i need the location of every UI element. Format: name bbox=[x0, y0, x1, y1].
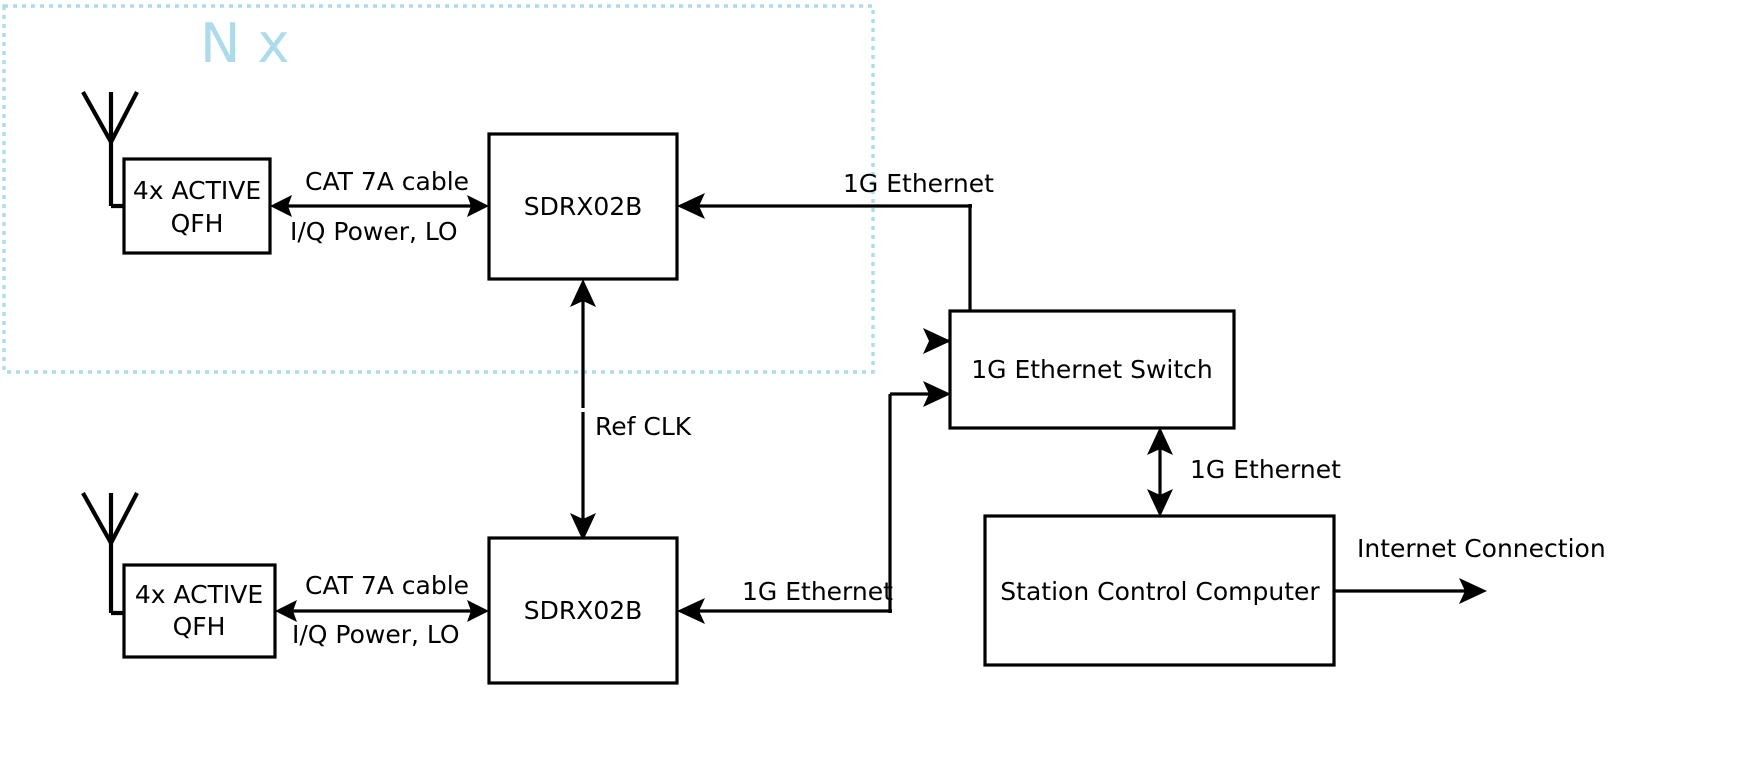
group-label-nx: N x bbox=[200, 12, 290, 75]
connector-label-cat7a-top: CAT 7A cable bbox=[305, 167, 469, 196]
arrow-head-down bbox=[1147, 489, 1173, 517]
arrow-head-right bbox=[467, 600, 489, 622]
arrow-head-into-sdr-bottom bbox=[677, 598, 705, 624]
block-station-control-computer[interactable] bbox=[983, 514, 1336, 667]
arrow-head-into-switch-lower bbox=[923, 381, 951, 407]
connector-label-eth-bottom: 1G Ethernet bbox=[742, 577, 893, 606]
connector-label-iq-top: I/Q Power, LO bbox=[290, 217, 458, 246]
connector-internet bbox=[1334, 578, 1487, 604]
connector-label-ref-clk: Ref CLK bbox=[595, 412, 692, 441]
block-ethernet-switch[interactable] bbox=[948, 309, 1236, 430]
arrow-head-into-sdr-top bbox=[677, 193, 705, 219]
connector-switch-computer bbox=[1147, 427, 1173, 517]
group-boundary-nx bbox=[2, 4, 875, 374]
connector-label-internet: Internet Connection bbox=[1357, 534, 1606, 563]
connector-label-eth-switch-computer: 1G Ethernet bbox=[1190, 455, 1341, 484]
block-sdr-bottom[interactable] bbox=[487, 536, 679, 685]
block-sdr-top[interactable] bbox=[487, 132, 679, 281]
connector-eth-sdr-bottom-switch bbox=[677, 381, 951, 624]
block-sdr-top-label: SDRX02B bbox=[524, 192, 643, 221]
connector-label-eth-top: 1G Ethernet bbox=[843, 169, 994, 198]
arrow-head-right bbox=[1459, 578, 1487, 604]
block-qfh-bottom[interactable] bbox=[122, 563, 277, 659]
connector-label-cat7a-bottom: CAT 7A cable bbox=[305, 571, 469, 600]
connector-qfh-sdr-top bbox=[270, 195, 489, 217]
arrow-head-into-switch-upper bbox=[923, 328, 951, 354]
arrow-head-right bbox=[467, 195, 489, 217]
arrow-head-up bbox=[1147, 427, 1173, 455]
arrow-head-down bbox=[570, 513, 596, 541]
block-qfh-top-label-line2: QFH bbox=[171, 209, 224, 238]
block-qfh-bottom-label-line1: 4x ACTIVE bbox=[135, 580, 263, 609]
arrow-head-left bbox=[270, 195, 292, 217]
arrow-head-left bbox=[275, 600, 297, 622]
connector-label-iq-bottom: I/Q Power, LO bbox=[292, 620, 460, 649]
block-station-control-computer-label: Station Control Computer bbox=[1000, 577, 1320, 606]
connector-ref-clk bbox=[570, 279, 596, 541]
connector-eth-sdr-top-switch bbox=[677, 193, 972, 354]
block-ethernet-switch-label: 1G Ethernet Switch bbox=[971, 355, 1213, 384]
block-qfh-top[interactable] bbox=[122, 157, 272, 255]
block-sdr-bottom-label: SDRX02B bbox=[524, 596, 643, 625]
arrow-head-up bbox=[570, 279, 596, 307]
block-qfh-top-label-line1: 4x ACTIVE bbox=[133, 176, 261, 205]
connector-qfh-sdr-bottom bbox=[275, 600, 489, 622]
block-qfh-bottom-label-line2: QFH bbox=[173, 612, 226, 641]
